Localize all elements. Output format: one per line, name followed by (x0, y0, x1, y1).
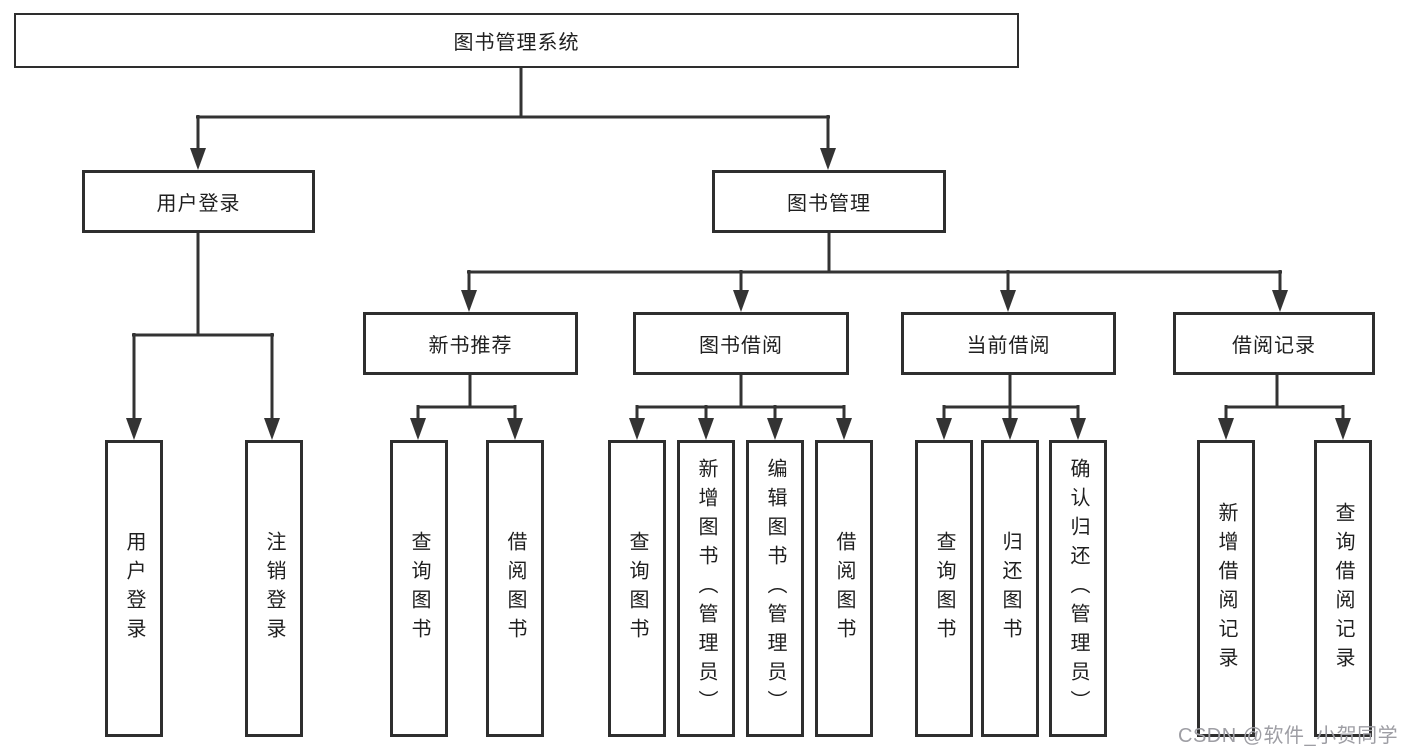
arrowhead (629, 418, 645, 440)
node-label: 查询借阅记录 (1332, 501, 1354, 676)
node-leaf-add-borrow-record: 新增借阅记录 (1197, 440, 1255, 737)
node-leaf-add-books-admin: 新增图书（管理员） (677, 440, 735, 737)
node-leaf-edit-books-admin: 编辑图书（管理员） (746, 440, 804, 737)
node-label: 新增图书（管理员） (695, 458, 717, 719)
node-label: 图书管理 (787, 193, 871, 215)
node-label: 当前借阅 (966, 335, 1051, 357)
arrowhead (820, 148, 836, 170)
node-label: 归还图书 (999, 530, 1021, 647)
node-leaf-query-books-recommend: 查询图书 (390, 440, 448, 737)
node-label: 查询图书 (933, 530, 955, 647)
node-leaf-query-books-current: 查询图书 (915, 440, 973, 737)
node-current-borrow: 当前借阅 (901, 312, 1116, 375)
node-label: 用户登录 (156, 193, 241, 215)
arrowhead (1218, 418, 1234, 440)
node-label: 查询图书 (626, 530, 648, 647)
node-leaf-borrow-books-recommend: 借阅图书 (486, 440, 544, 737)
connector-current-borrow-split (936, 375, 1086, 440)
node-book-borrow: 图书借阅 (633, 312, 849, 375)
arrowhead (264, 418, 280, 440)
node-label: 确认归还（管理员） (1067, 458, 1089, 719)
arrowhead (461, 290, 477, 312)
arrowhead (733, 290, 749, 312)
connector-book-management-split (461, 232, 1288, 312)
node-label: 借阅图书 (833, 530, 855, 647)
node-label: 借阅记录 (1232, 335, 1316, 357)
node-label: 借阅图书 (504, 530, 526, 647)
arrowhead (1335, 418, 1351, 440)
arrowhead (936, 418, 952, 440)
node-new-book-recommend: 新书推荐 (363, 312, 578, 375)
node-book-management: 图书管理 (712, 170, 946, 233)
connector-borrow-record-split (1218, 375, 1351, 440)
connector-book-borrow-split (629, 375, 852, 440)
node-leaf-user-login: 用户登录 (105, 440, 163, 737)
arrowhead (1272, 290, 1288, 312)
node-leaf-query-books-borrow: 查询图书 (608, 440, 666, 737)
node-user-login: 用户登录 (82, 170, 315, 233)
connector-root-split (190, 68, 836, 170)
arrowhead (836, 418, 852, 440)
node-label: 新增借阅记录 (1215, 501, 1237, 676)
node-label: 用户登录 (123, 530, 145, 647)
node-leaf-query-borrow-record: 查询借阅记录 (1314, 440, 1372, 737)
node-label: 新书推荐 (428, 335, 513, 357)
node-library-management-system: 图书管理系统 (14, 13, 1019, 68)
arrowhead (767, 418, 783, 440)
connector-new-book-split (410, 375, 523, 440)
node-leaf-logout: 注销登录 (245, 440, 303, 737)
node-borrow-record: 借阅记录 (1173, 312, 1375, 375)
node-label: 注销登录 (263, 530, 285, 647)
node-label: 编辑图书（管理员） (764, 458, 786, 719)
arrowhead (410, 418, 426, 440)
arrowhead (1000, 290, 1016, 312)
node-label: 图书管理系统 (453, 32, 580, 54)
connector-user-login-split (126, 233, 280, 440)
arrowhead (190, 148, 206, 170)
node-label: 查询图书 (408, 530, 430, 647)
node-label: 图书借阅 (699, 335, 783, 357)
arrowhead (507, 418, 523, 440)
arrowhead (126, 418, 142, 440)
arrowhead (1070, 418, 1086, 440)
node-leaf-confirm-return-admin: 确认归还（管理员） (1049, 440, 1107, 737)
node-leaf-return-books: 归还图书 (981, 440, 1039, 737)
arrowhead (698, 418, 714, 440)
node-leaf-borrow-books: 借阅图书 (815, 440, 873, 737)
csdn-watermark: CSDN @软件_小贺同学 (1178, 725, 1399, 747)
arrowhead (1002, 418, 1018, 440)
